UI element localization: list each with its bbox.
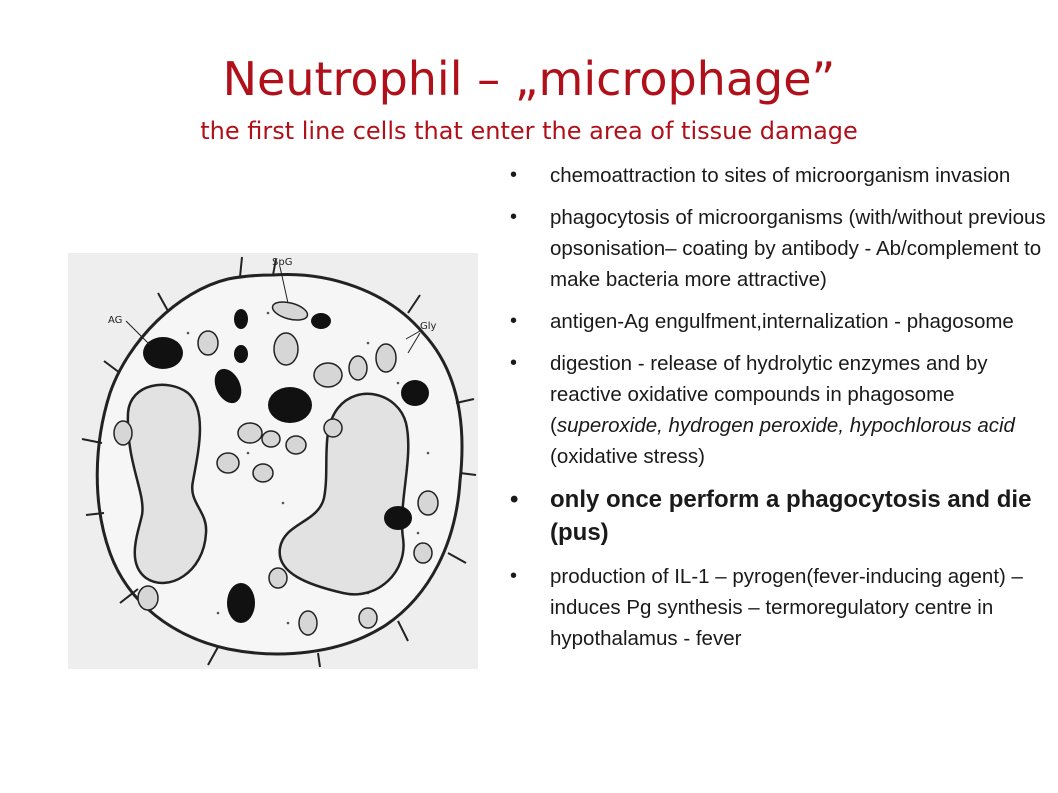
bullet-text-end: (oxidative stress)	[550, 445, 705, 468]
bullet-marker: •	[510, 164, 518, 186]
bullet-single-phagocytosis: • only once perform a phagocytosis and d…	[510, 483, 1050, 549]
slide-subtitle: the first line cells that enter the area…	[200, 117, 858, 145]
bullet-list: • chemoattraction to sites of microorgan…	[510, 160, 1050, 665]
label-spg: SpG	[272, 257, 292, 268]
bullet-marker: •	[510, 352, 518, 374]
bullet-engulfment: • antigen-Ag engulfment,internalization …	[510, 306, 1050, 337]
bullet-text: chemoattraction to sites of microorganis…	[550, 164, 1011, 187]
bullet-chemoattraction: • chemoattraction to sites of microorgan…	[510, 160, 1050, 191]
neutrophil-illustration: SpG AG Gly	[68, 253, 478, 669]
bullet-text: antigen-Ag engulfment,internalization - …	[550, 310, 1014, 333]
nucleus-lobe-right	[278, 392, 410, 596]
bullet-text: only once perform a phagocytosis and die…	[550, 486, 1032, 546]
bullet-digestion: • digestion - release of hydrolytic enzy…	[510, 348, 1050, 472]
slide-title: Neutrophil – „microphage”	[222, 52, 836, 106]
bullet-text-italic: superoxide, hydrogen peroxide, hypochlor…	[556, 414, 1015, 437]
bullet-marker: •	[510, 486, 519, 513]
cell-projections	[81, 256, 477, 668]
bullet-marker: •	[510, 565, 518, 587]
azurophil-granules	[143, 309, 429, 623]
nucleus-lobe-left	[126, 383, 208, 585]
bullet-text-start: digestion - release of hydrolytic enzyme…	[550, 352, 988, 437]
bullet-phagocytosis: • phagocytosis of microorganisms (with/w…	[510, 202, 1050, 295]
specific-granules	[113, 301, 439, 636]
bullet-marker: •	[510, 310, 518, 332]
bullet-text: production of IL-1 – pyrogen(fever-induc…	[550, 565, 1023, 650]
bullet-il1-production: • production of IL-1 – pyrogen(fever-ind…	[510, 561, 1050, 654]
bullet-text: phagocytosis of microorganisms (with/wit…	[550, 206, 1046, 291]
bullet-marker: •	[510, 206, 518, 228]
label-ag: AG	[108, 315, 122, 326]
label-pointers	[125, 266, 421, 354]
neutrophil-drawing: SpG AG Gly	[81, 256, 477, 668]
label-gly: Gly	[420, 321, 437, 332]
